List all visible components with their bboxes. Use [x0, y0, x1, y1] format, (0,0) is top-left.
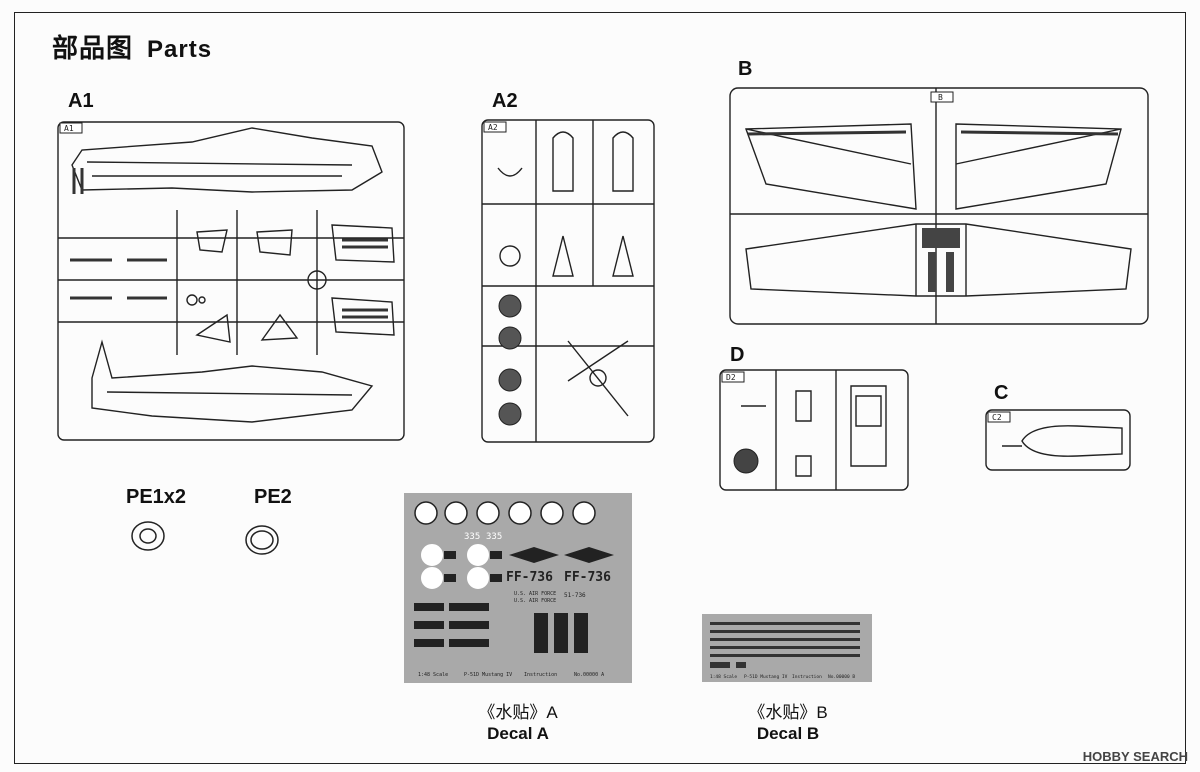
sprue-a2-tag: A2 [488, 123, 498, 132]
decal-b-caption-zh: 《水贴》B [748, 703, 828, 722]
sprue-a1-label: A1 [68, 90, 94, 112]
decal-a-code-1: FF-736 [506, 570, 553, 585]
decal-a-footer-4: No.00000 A [574, 672, 604, 678]
title-zh: 部品图 [52, 34, 134, 64]
sprue-a2-diagram: A2 [481, 119, 655, 443]
decal-sheet-a: 335 335 FF-736 FF-736 U.S. AIR FORCE U.S… [404, 493, 632, 683]
pe2-label: PE2 [254, 486, 292, 508]
decal-a-text-2: U.S. AIR FORCE [514, 598, 556, 604]
sprue-c-tag: C2 [992, 413, 1002, 422]
sprue-a1-tag: A1 [64, 124, 74, 133]
decal-b-footer-3: Instruction [792, 674, 822, 680]
decal-b-caption-en: Decal B [756, 724, 820, 743]
decal-a-text-3: 51-736 [564, 592, 586, 599]
sprue-a1-diagram: A1 [57, 121, 405, 441]
watermark: HOBBY SEARCH [1082, 749, 1188, 764]
page-title: 部品图 Parts [52, 28, 212, 65]
pe1-label: PE1x2 [126, 486, 187, 508]
sprue-c-label: C [994, 382, 1009, 404]
sprue-a2-label: A2 [492, 90, 518, 112]
decal-a-footer-3: Instruction [524, 672, 557, 678]
decal-sheet-b: 1:48 Scale P-51D Mustang IV Instruction … [702, 614, 872, 682]
decal-a-artwork: 335 335 FF-736 FF-736 U.S. AIR FORCE U.S… [414, 501, 614, 678]
decal-a-number-1: 335 [464, 532, 480, 542]
sprue-b-diagram: B [729, 87, 1149, 325]
decal-a-caption-en: Decal A [487, 724, 549, 743]
decal-a-code-2: FF-736 [564, 570, 611, 585]
title-en: Parts [147, 36, 213, 63]
pe2-ring [245, 525, 279, 555]
sprue-d-label: D [730, 344, 745, 366]
decal-a-footer-1: 1:48 Scale [418, 672, 448, 678]
page-border [14, 12, 1186, 764]
pe1-ring [131, 521, 165, 551]
sprue-b-tag: B [938, 93, 943, 102]
decal-a-footer-2: P-51D Mustang IV [464, 672, 512, 678]
sprue-d-diagram: D2 [719, 369, 909, 491]
decal-b-footer-4: No.00000 B [828, 674, 855, 680]
sprue-d-tag: D2 [726, 373, 736, 382]
decal-b-artwork: 1:48 Scale P-51D Mustang IV Instruction … [710, 622, 860, 680]
decal-a-caption-zh: 《水贴》A [478, 703, 558, 722]
sprue-b-label: B [738, 58, 753, 80]
sprue-c-diagram: C2 [985, 409, 1131, 471]
decal-a-number-2: 335 [486, 532, 502, 542]
decal-a-text-1: U.S. AIR FORCE [514, 591, 556, 597]
decal-b-footer-2: P-51D Mustang IV [744, 674, 788, 680]
decal-b-footer-1: 1:48 Scale [710, 674, 737, 680]
